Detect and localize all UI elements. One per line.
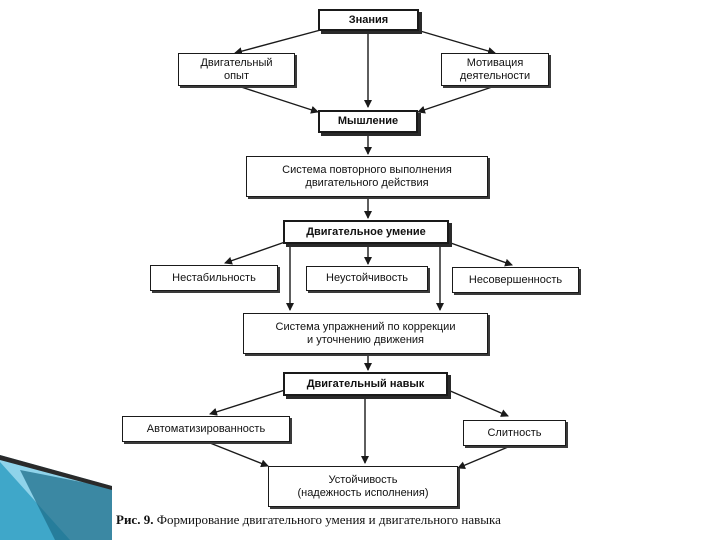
node-exercise-line2: и уточнению движения xyxy=(307,333,424,346)
node-instability: Нестабильность xyxy=(150,265,278,291)
arrow-motivation-to-thinking xyxy=(417,85,496,114)
node-thinking-label: Мышление xyxy=(337,115,399,128)
node-exercise-system: Система упражнений по коррекции и уточне… xyxy=(243,313,488,354)
accent-dark-facet xyxy=(20,470,112,540)
decorative-accent-shape xyxy=(0,455,112,540)
node-fluency-label: Слитность xyxy=(487,426,542,439)
figure-caption: Рис. 9. Формирование двигательного умени… xyxy=(116,512,596,528)
node-motor-experience-line2: опыт xyxy=(223,69,250,82)
node-knowledge: Знания xyxy=(318,9,419,31)
arrow-fluency-to-stability xyxy=(457,446,509,469)
node-motor-experience: Двигательный опыт xyxy=(178,53,295,86)
node-stability-line2: (надежность исполнения) xyxy=(297,486,429,499)
node-unsteadiness: Неустойчивость xyxy=(306,266,428,291)
arrow-ability-to-imperfection xyxy=(447,241,513,267)
node-motor-ability: Двигательное умение xyxy=(283,220,449,244)
node-motivation-line1: Мотивация xyxy=(466,56,524,69)
arrow-experience-to-thinking xyxy=(237,85,319,114)
node-fluency: Слитность xyxy=(463,420,566,446)
node-repetition-system: Система повторного выполнения двигательн… xyxy=(246,156,488,197)
node-repetition-line2: двигательного действия xyxy=(305,176,429,189)
arrow-knowledge-to-motivation xyxy=(409,27,496,55)
figure-caption-label: Рис. 9. xyxy=(116,512,154,527)
figure-caption-text: Формирование двигательного умения и двиг… xyxy=(156,512,501,527)
node-thinking: Мышление xyxy=(318,110,418,133)
node-imperfection: Несовершенность xyxy=(452,267,579,293)
node-stability: Устойчивость (надежность исполнения) xyxy=(268,466,458,507)
node-stability-line1: Устойчивость xyxy=(328,473,398,486)
node-imperfection-label: Несовершенность xyxy=(468,273,563,286)
node-motor-skill-label: Двигательный навык xyxy=(306,377,425,390)
node-automation-label: Автоматизированность xyxy=(146,422,266,435)
node-repetition-line1: Система повторного выполнения xyxy=(282,163,452,176)
node-motor-ability-label: Двигательное умение xyxy=(306,225,426,238)
node-instability-label: Нестабильность xyxy=(172,271,256,284)
node-automation: Автоматизированность xyxy=(122,416,290,442)
node-motor-skill: Двигательный навык xyxy=(283,372,448,396)
node-unsteadiness-label: Неустойчивость xyxy=(326,272,408,285)
node-motivation-line2: деятельности xyxy=(459,69,531,82)
node-motivation: Мотивация деятельности xyxy=(441,53,549,86)
arrow-skill-to-fluency xyxy=(447,389,509,417)
node-motor-experience-line1: Двигательный xyxy=(200,56,273,69)
arrow-automation-to-stability xyxy=(204,440,269,468)
arrow-skill-to-automation xyxy=(209,389,286,416)
arrow-ability-to-instability xyxy=(224,241,286,265)
arrow-knowledge-to-experience xyxy=(234,27,329,56)
accent-edge-line xyxy=(0,455,112,490)
node-knowledge-label: Знания xyxy=(348,13,389,26)
node-exercise-line1: Система упражнений по коррекции xyxy=(275,320,456,333)
